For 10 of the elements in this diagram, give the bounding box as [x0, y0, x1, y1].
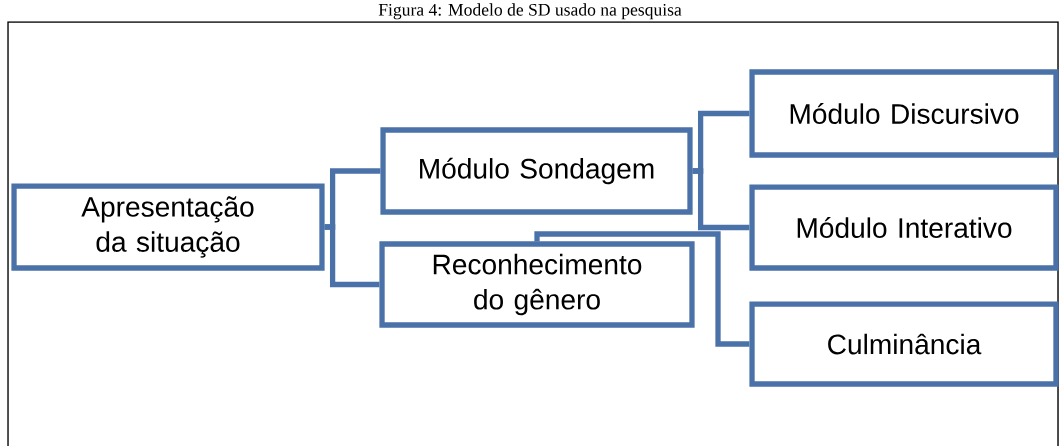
title: Figura 4: Modelo de SD usado na pesquisa — [378, 3, 682, 20]
text-box: Apresentação da situação — [11, 183, 325, 271]
connector-line — [534, 231, 750, 347]
text-box: Culminância — [749, 301, 1059, 387]
text-box: Módulo Interativo — [749, 184, 1059, 271]
text-box: Reconhecimento do gênero — [379, 241, 695, 328]
text-box: Módulo Sondagem — [380, 127, 693, 215]
text-box: Módulo Discursivo — [749, 69, 1059, 158]
connector-line — [324, 224, 380, 288]
connector-line — [692, 168, 750, 231]
